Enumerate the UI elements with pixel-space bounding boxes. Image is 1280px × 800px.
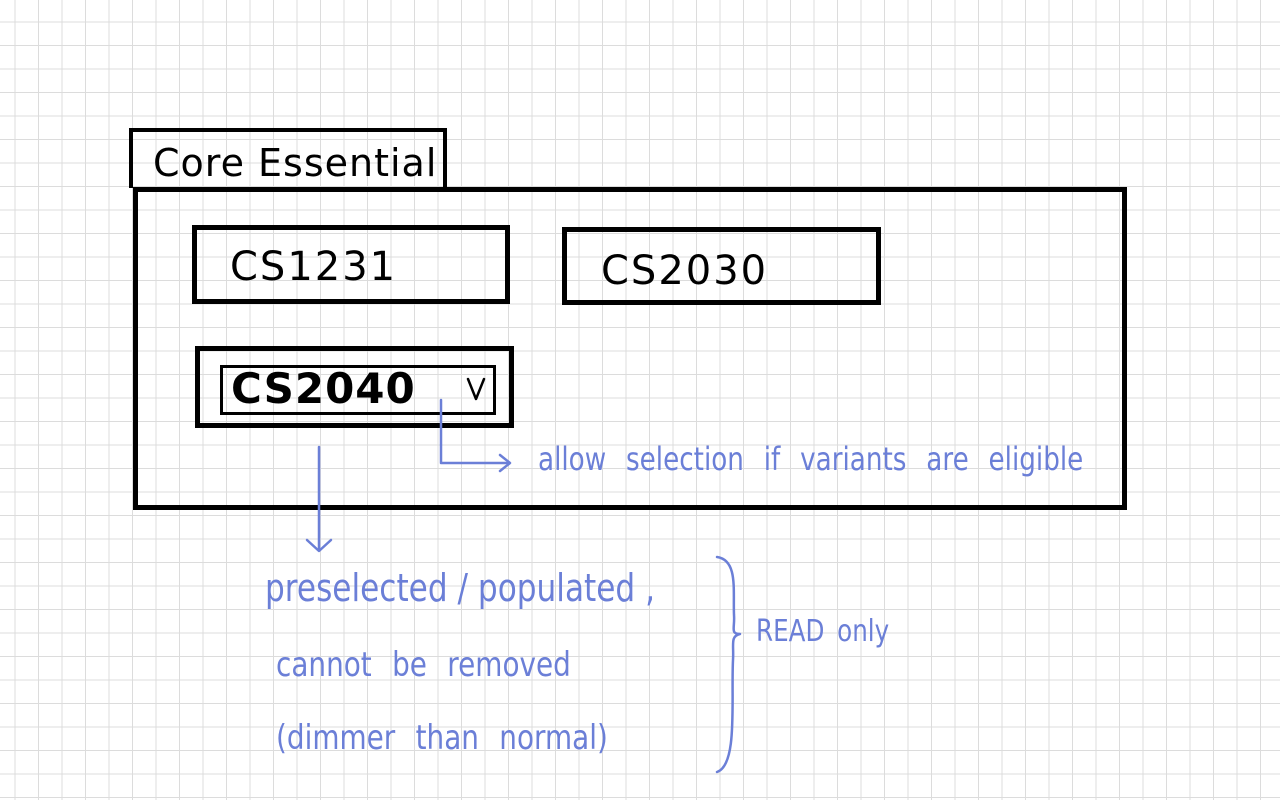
dropdown-arrow xyxy=(439,398,510,465)
preselected-note-line-1: preselected / populated , xyxy=(265,566,656,610)
course-chip-cs1231: CS1231 xyxy=(192,225,510,304)
course-chip-cs2040: CS2040 xyxy=(195,346,514,428)
group-tab: Core Essential xyxy=(129,128,447,188)
dropdown-note: allow selection if variants are eligible xyxy=(538,440,1084,478)
group-title: Core Essential xyxy=(153,141,438,185)
course-code: CS2030 xyxy=(601,248,769,294)
preselected-note-line-2: cannot be removed xyxy=(276,645,571,685)
course-code: CS2040 xyxy=(231,364,416,413)
read-only-note: READ only xyxy=(756,614,890,649)
preselected-arrowhead xyxy=(305,538,333,553)
course-variant-dropdown[interactable]: CS2040 xyxy=(220,365,496,415)
read-only-brace xyxy=(715,555,742,774)
preselected-note-line-3: (dimmer than normal) xyxy=(276,718,608,758)
group-panel xyxy=(133,187,1127,510)
chevron-down-icon[interactable] xyxy=(465,375,487,403)
course-chip-cs2030: CS2030 xyxy=(562,227,881,305)
dropdown-arrowhead xyxy=(498,453,512,473)
course-code: CS1231 xyxy=(230,244,398,290)
